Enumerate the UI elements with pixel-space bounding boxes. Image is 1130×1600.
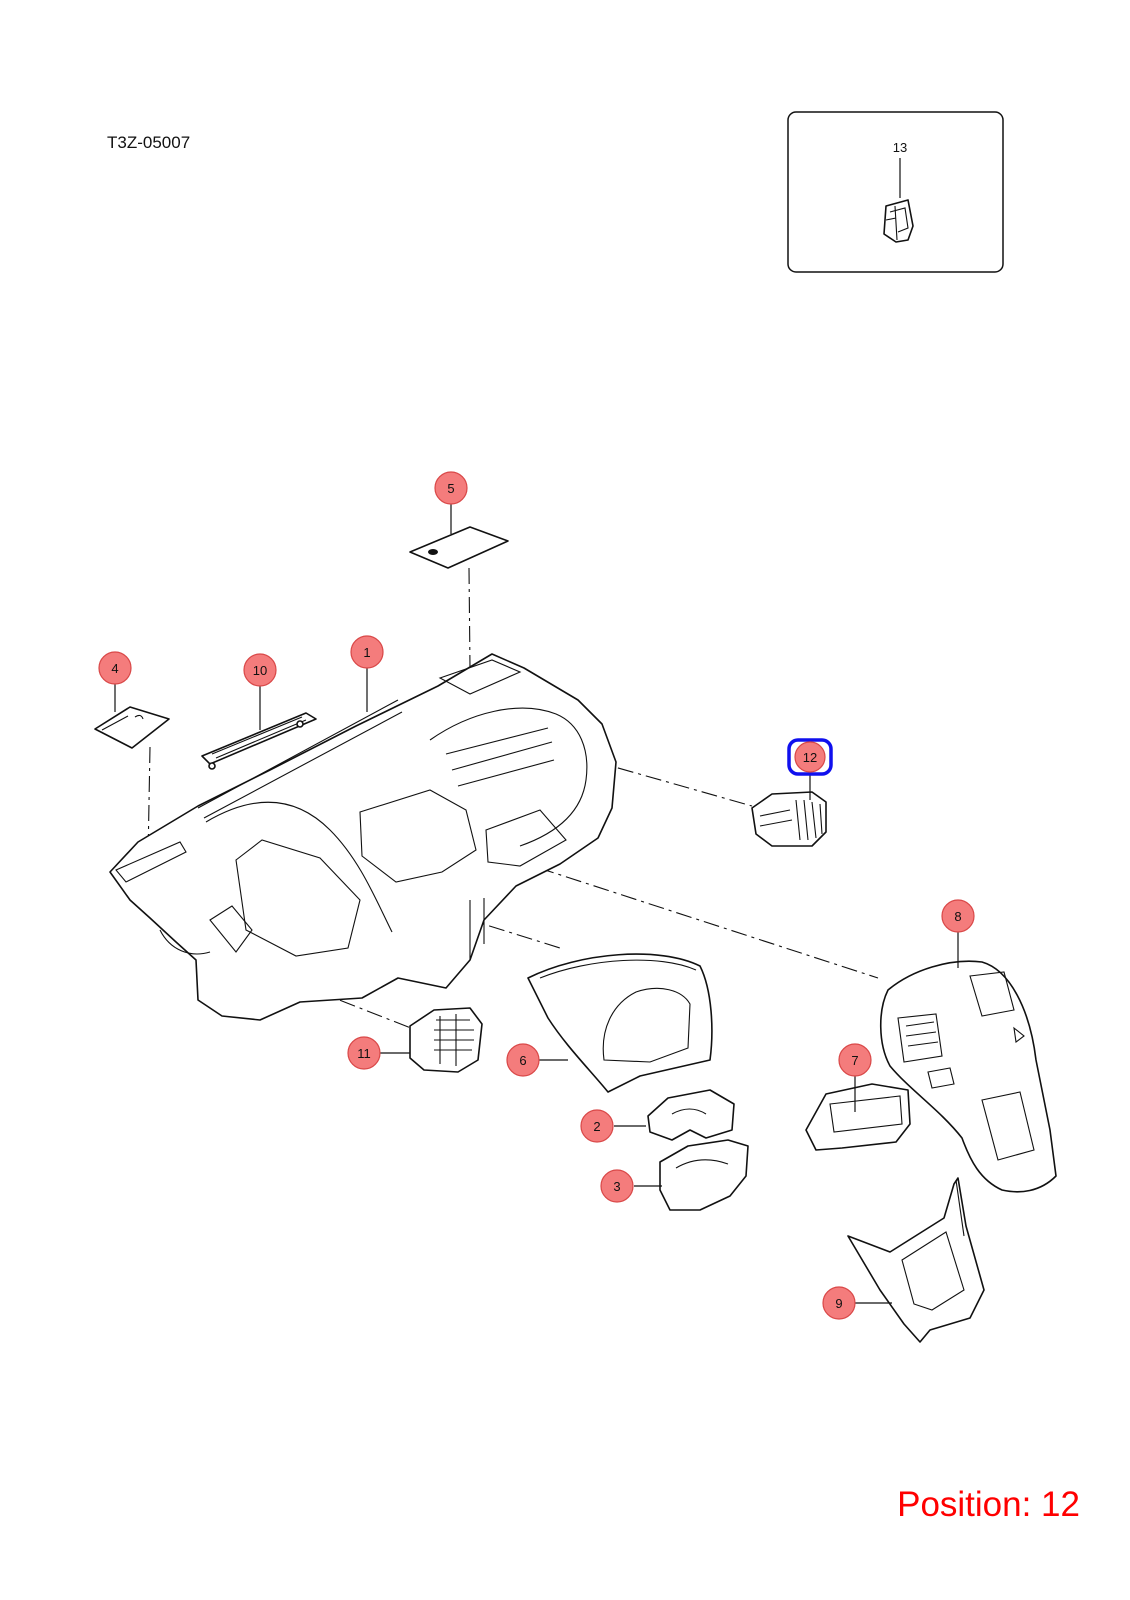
- callout-6[interactable]: 6: [506, 1043, 540, 1077]
- svg-text:8: 8: [954, 909, 961, 924]
- part-1-dashboard-panel: [109, 653, 617, 1021]
- svg-text:9: 9: [835, 1296, 842, 1311]
- svg-text:10: 10: [253, 663, 267, 678]
- part-8-center-bezel: [879, 960, 1057, 1193]
- part-2-column-cover-upper: [647, 1089, 735, 1141]
- svg-text:2: 2: [593, 1119, 600, 1134]
- part-6-cluster-hood: [527, 953, 713, 1093]
- svg-text:11: 11: [357, 1046, 371, 1061]
- diagram-code: T3Z-05007: [107, 133, 191, 152]
- callout-11[interactable]: 11: [347, 1036, 381, 1070]
- part-5-cover-plate: [409, 526, 509, 569]
- callout-8[interactable]: 8: [941, 899, 975, 933]
- part-11-air-vent: [409, 1007, 483, 1073]
- svg-text:4: 4: [111, 661, 118, 676]
- callout-3[interactable]: 3: [600, 1169, 634, 1203]
- part-9-lower-console-trim: [847, 1177, 985, 1343]
- svg-text:5: 5: [447, 481, 454, 496]
- clip-part-13: [883, 199, 914, 243]
- svg-text:3: 3: [613, 1179, 620, 1194]
- callout-4[interactable]: 4: [98, 651, 132, 685]
- selection-highlight: [787, 738, 833, 776]
- inset-callout-13[interactable]: 13: [893, 140, 907, 155]
- svg-text:7: 7: [851, 1053, 858, 1068]
- callout-7[interactable]: 7: [838, 1043, 872, 1077]
- callout-1[interactable]: 1: [350, 635, 384, 669]
- part-7-display-unit: [805, 1083, 911, 1151]
- part-3-column-cover-lower: [659, 1139, 749, 1211]
- leader-lines: [114, 504, 959, 1304]
- callout-2[interactable]: 2: [580, 1109, 614, 1143]
- callout-12-selected[interactable]: 12: [787, 738, 833, 776]
- callout-10[interactable]: 10: [243, 653, 277, 687]
- callouts: 1 2 3 4 5 6 7 8: [98, 471, 975, 1320]
- inset-box: 13: [787, 111, 1004, 273]
- part-4-plate: [94, 706, 170, 749]
- callout-5[interactable]: 5: [434, 471, 468, 505]
- svg-text:6: 6: [519, 1053, 526, 1068]
- callout-9[interactable]: 9: [822, 1286, 856, 1320]
- part-10-vent-strip: [201, 712, 317, 770]
- part-12-air-vent: [751, 791, 827, 847]
- position-indicator: Position: 12: [897, 1485, 1080, 1524]
- svg-text:12: 12: [803, 750, 817, 765]
- svg-text:1: 1: [363, 645, 370, 660]
